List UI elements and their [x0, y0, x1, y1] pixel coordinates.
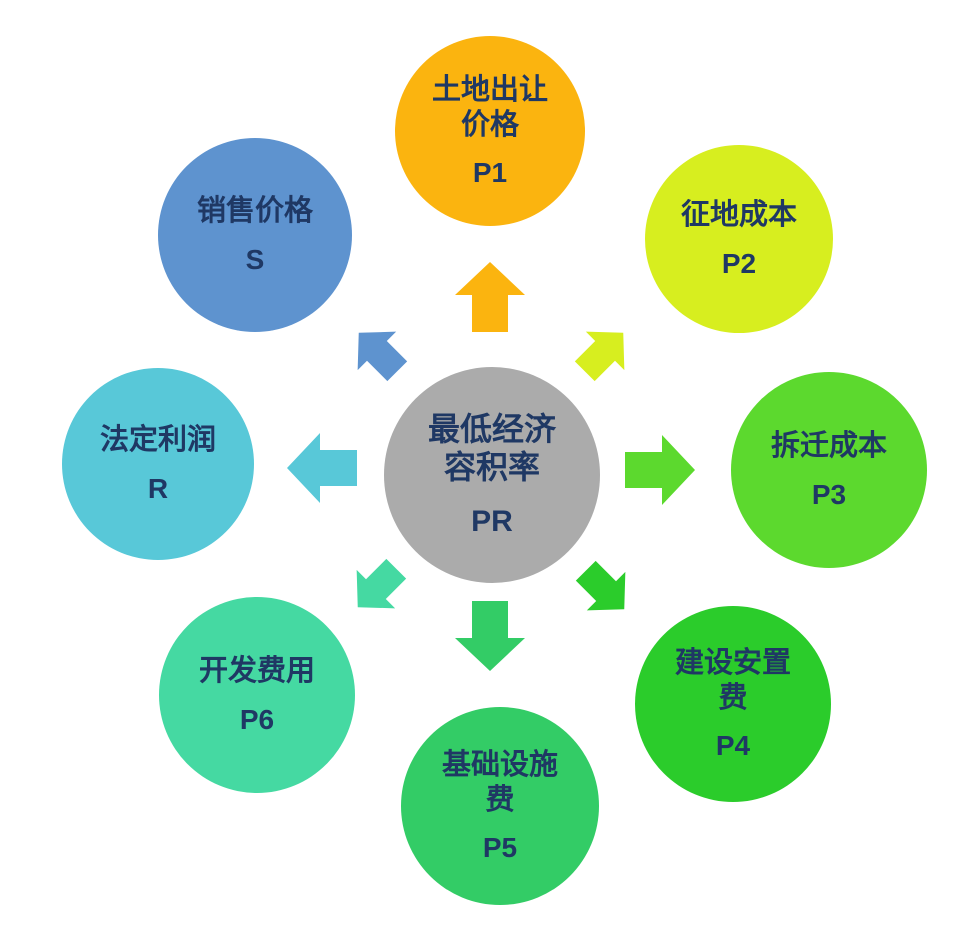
node-p4-symbol: P4 [715, 729, 751, 761]
arrow-shape [356, 558, 407, 609]
arrow-to-r-icon [286, 432, 358, 504]
arrow-to-p5-icon [454, 600, 526, 672]
arrow-shape [575, 560, 626, 611]
arrow-to-s-icon [338, 312, 417, 391]
node-p5-symbol: P5 [482, 831, 518, 863]
node-p6-symbol: P6 [239, 703, 275, 735]
node-p2: 征地成本 P2 [645, 145, 833, 333]
node-p1: 土地出让价格 P1 [395, 36, 585, 226]
node-r-symbol: R [147, 472, 169, 504]
center-node-label: 最低经济容积率 [427, 411, 556, 485]
node-s-label: 销售价格 [196, 195, 313, 228]
node-p3-label: 拆迁成本 [770, 430, 887, 463]
node-r: 法定利润 R [62, 368, 254, 560]
node-s: 销售价格 S [158, 138, 352, 332]
arrow-to-p2-icon [564, 312, 643, 391]
arrow-to-p1-icon [454, 261, 526, 333]
arrow-to-p3-icon [624, 434, 696, 506]
node-p4-label: 建设安置费 [674, 647, 791, 714]
arrow-shape [455, 601, 525, 671]
node-p1-label: 土地出让价格 [431, 74, 548, 141]
node-s-symbol: S [245, 243, 265, 275]
node-r-label: 法定利润 [99, 424, 216, 457]
node-p5-label: 基础设施费 [441, 749, 558, 816]
center-node-symbol: PR [471, 504, 513, 538]
node-p1-symbol: P1 [472, 156, 508, 188]
arrow-to-p4-icon [565, 550, 644, 629]
node-p4: 建设安置费 P4 [635, 606, 831, 802]
arrow-shape [625, 435, 695, 505]
node-p6-label: 开发费用 [198, 655, 315, 688]
node-p3-symbol: P3 [811, 478, 847, 510]
node-p5: 基础设施费 P5 [401, 707, 599, 905]
center-node-pr: 最低经济容积率 PR [384, 367, 600, 583]
arrow-shape [357, 331, 408, 382]
node-p2-symbol: P2 [721, 247, 757, 279]
arrow-shape [574, 331, 625, 382]
arrow-shape [287, 433, 357, 503]
arrow-shape [455, 262, 525, 332]
node-p2-label: 征地成本 [680, 199, 797, 232]
node-p6: 开发费用 P6 [159, 597, 355, 793]
arrow-to-p6-icon [337, 548, 416, 627]
node-p3: 拆迁成本 P3 [731, 372, 927, 568]
